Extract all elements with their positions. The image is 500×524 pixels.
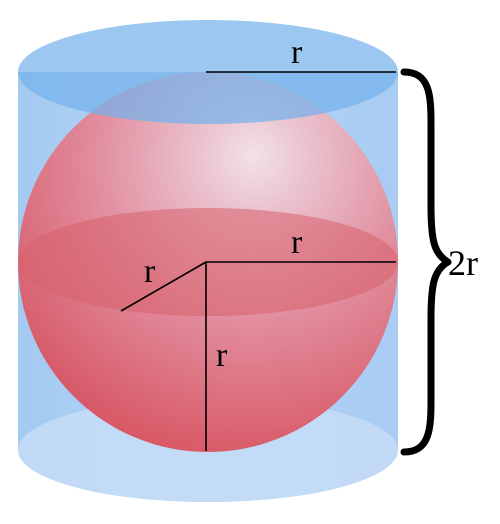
vertical-radius-label: r bbox=[216, 337, 228, 374]
height-brace bbox=[400, 68, 452, 456]
height-label: 2r bbox=[448, 243, 478, 283]
equator-radius-label: r bbox=[291, 224, 303, 261]
top-radius-label: r bbox=[291, 34, 303, 71]
diagonal-radius-label: r bbox=[144, 253, 156, 290]
diagonal-radius-line bbox=[120, 261, 207, 312]
